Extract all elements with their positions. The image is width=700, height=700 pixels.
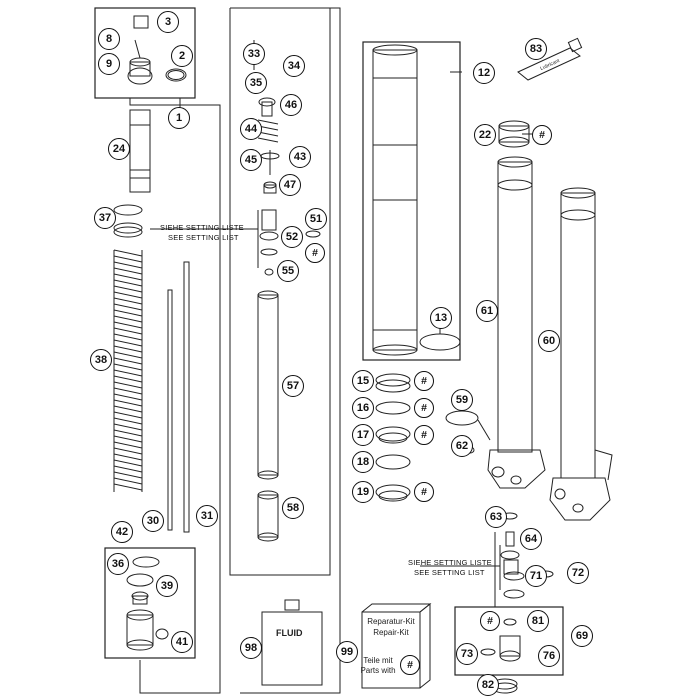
- callout-1[interactable]: 1: [168, 107, 190, 129]
- callout-30[interactable]: 30: [142, 510, 164, 532]
- callout-60[interactable]: 60: [538, 330, 560, 352]
- setting-note-en: SEE SETTING LIST: [168, 233, 239, 242]
- callout-22[interactable]: 22: [474, 124, 496, 146]
- part-69-hash[interactable]: #: [480, 611, 500, 631]
- callout-24[interactable]: 24: [108, 138, 130, 160]
- callout-58[interactable]: 58: [282, 497, 304, 519]
- callout-99[interactable]: 99: [336, 641, 358, 663]
- callout-52[interactable]: 52: [281, 226, 303, 248]
- part-69-group-box: [454, 606, 564, 676]
- callout-12[interactable]: 12: [473, 62, 495, 84]
- callout-46[interactable]: 46: [280, 94, 302, 116]
- callout-42[interactable]: 42: [111, 521, 133, 543]
- setting-note-de-lower: SIEHE SETTING LISTE: [408, 558, 492, 567]
- callout-98[interactable]: 98: [240, 637, 262, 659]
- repair-kit-label-2: Repair-Kit: [373, 628, 409, 637]
- callout-61[interactable]: 61: [476, 300, 498, 322]
- setting-note-en-lower: SEE SETTING LIST: [414, 568, 485, 577]
- callout-83[interactable]: 83: [525, 38, 547, 60]
- repair-kit-label-1: Reparatur-Kit: [367, 617, 415, 626]
- group-frame-middle: [229, 7, 331, 576]
- callout-59[interactable]: 59: [451, 389, 473, 411]
- callout-57[interactable]: 57: [282, 375, 304, 397]
- part-16-hash[interactable]: #: [414, 398, 434, 418]
- callout-17[interactable]: 17: [352, 424, 374, 446]
- callout-36[interactable]: 36: [107, 553, 129, 575]
- callout-45[interactable]: 45: [240, 149, 262, 171]
- callout-44[interactable]: 44: [240, 118, 262, 140]
- callout-3[interactable]: 3: [157, 11, 179, 33]
- part-19-hash[interactable]: #: [414, 482, 434, 502]
- callout-37[interactable]: 37: [94, 207, 116, 229]
- fluid-label: FLUID: [276, 628, 303, 638]
- callout-63[interactable]: 63: [485, 506, 507, 528]
- callout-39[interactable]: 39: [156, 575, 178, 597]
- callout-38[interactable]: 38: [90, 349, 112, 371]
- callout-51[interactable]: 51: [305, 208, 327, 230]
- callout-15[interactable]: 15: [352, 370, 374, 392]
- callout-41[interactable]: 41: [171, 631, 193, 653]
- callout-64[interactable]: 64: [520, 528, 542, 550]
- callout-34[interactable]: 34: [283, 55, 305, 77]
- callout-2[interactable]: 2: [171, 45, 193, 67]
- group-frame-left: [129, 98, 221, 694]
- part-17-hash[interactable]: #: [414, 425, 434, 445]
- part-1-group-box: [94, 7, 196, 99]
- callout-76[interactable]: 76: [538, 645, 560, 667]
- repair-kit-label-3: Teile mit: [363, 656, 393, 665]
- callout-69[interactable]: 69: [571, 625, 593, 647]
- callout-82[interactable]: 82: [477, 674, 499, 696]
- callout-81[interactable]: 81: [527, 610, 549, 632]
- callout-8[interactable]: 8: [98, 28, 120, 50]
- callout-19[interactable]: 19: [352, 481, 374, 503]
- callout-31[interactable]: 31: [196, 505, 218, 527]
- callout-16[interactable]: 16: [352, 397, 374, 419]
- setting-note-de: SIEHE SETTING LISTE: [160, 223, 244, 232]
- callout-55[interactable]: 55: [277, 260, 299, 282]
- callout-71[interactable]: 71: [525, 565, 547, 587]
- callout-47[interactable]: 47: [279, 174, 301, 196]
- part-38-spring-drawing: [113, 249, 143, 492]
- callout-72[interactable]: 72: [567, 562, 589, 584]
- callout-33[interactable]: 33: [243, 43, 265, 65]
- part-52-note-hash[interactable]: #: [305, 243, 325, 263]
- callout-18[interactable]: 18: [352, 451, 374, 473]
- repair-kit-hash[interactable]: #: [400, 655, 420, 675]
- callout-43[interactable]: 43: [289, 146, 311, 168]
- part-22-hash[interactable]: #: [532, 125, 552, 145]
- part-12-group-box: [362, 41, 461, 361]
- callout-73[interactable]: 73: [456, 643, 478, 665]
- callout-35[interactable]: 35: [245, 72, 267, 94]
- callout-62[interactable]: 62: [451, 435, 473, 457]
- part-15-hash[interactable]: #: [414, 371, 434, 391]
- group-frame-right: [240, 7, 341, 694]
- callout-9[interactable]: 9: [98, 53, 120, 75]
- callout-13[interactable]: 13: [430, 307, 452, 329]
- repair-kit-label-4: Parts with: [360, 666, 396, 675]
- part-42-group-box: [104, 547, 196, 659]
